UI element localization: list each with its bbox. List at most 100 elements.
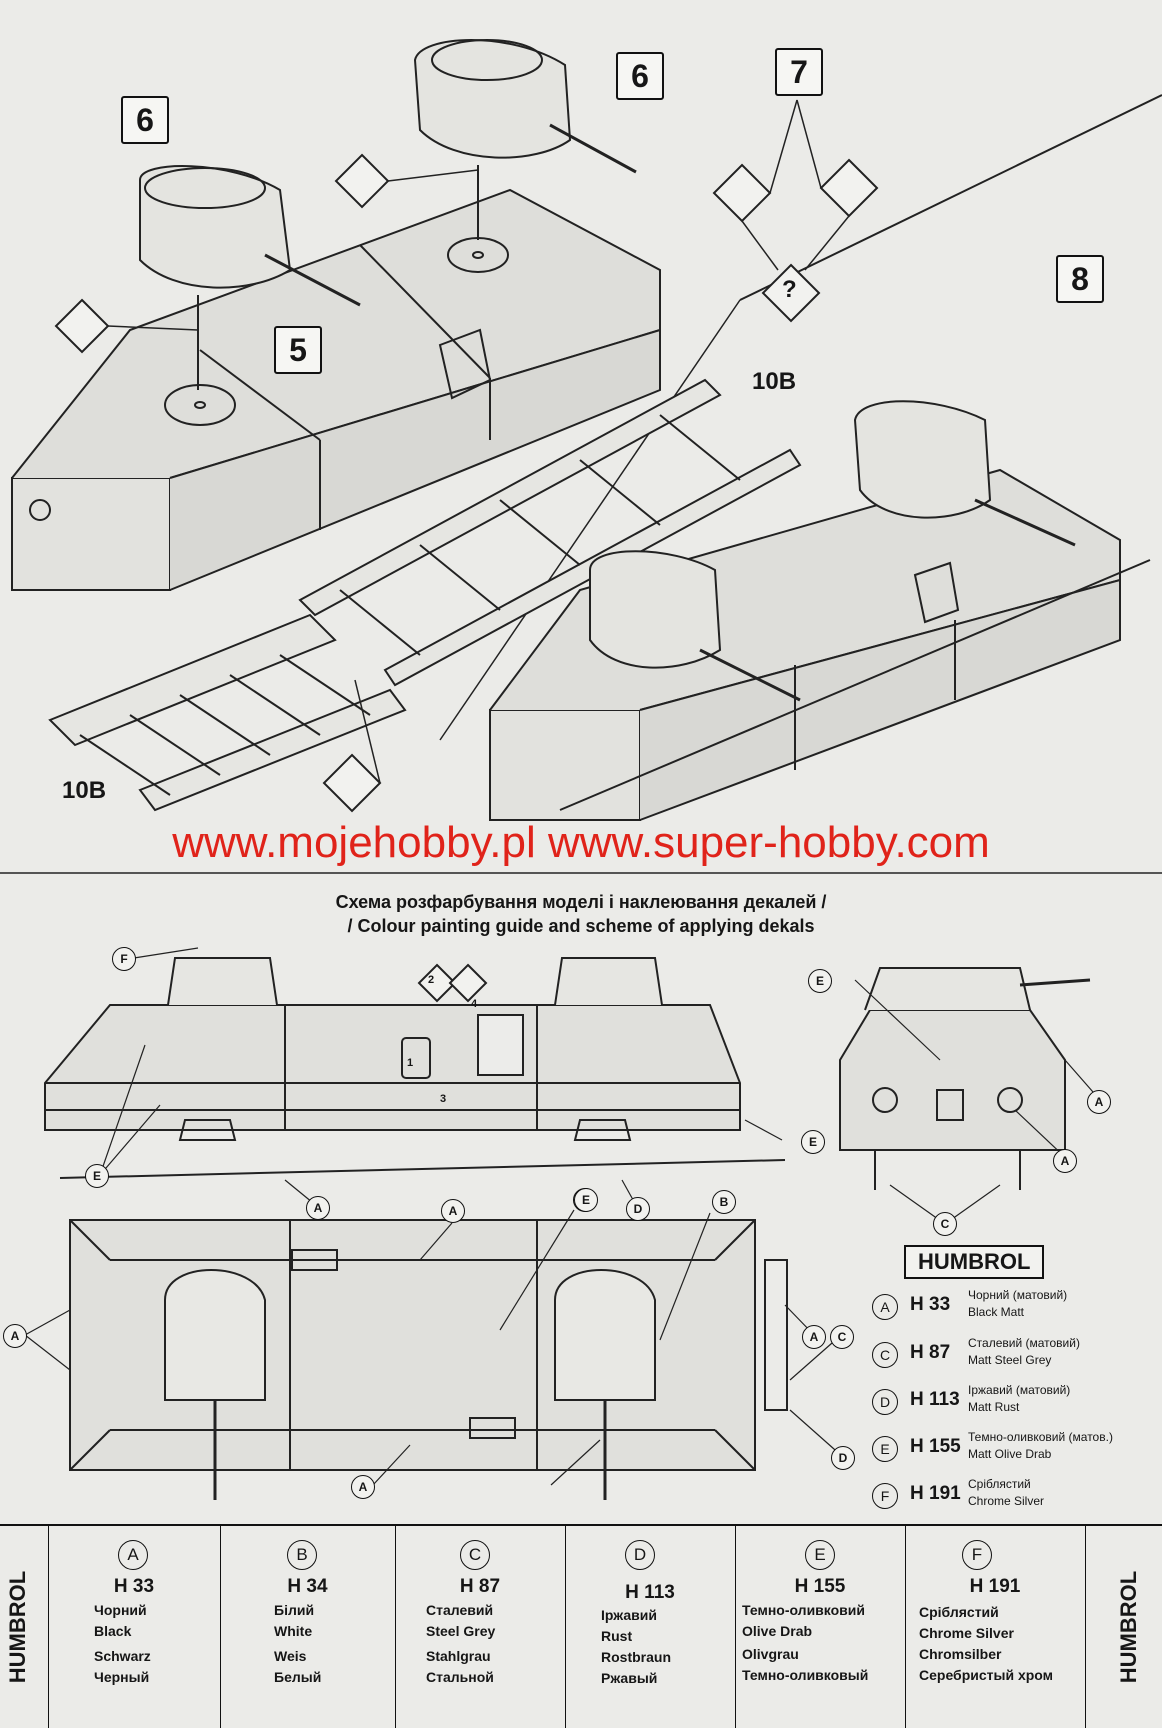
legend-name-en: Matt Rust [968,1400,1020,1414]
legend-code: H 33 [910,1294,951,1315]
legend-name-ua: Іржавий (матовий) [968,1383,1071,1397]
paint-name: Черный [94,1669,150,1685]
legend-row: F H 191 Сріблястий Chrome Silver [872,1477,1142,1521]
legend-row: D H 113 Іржавий (матовий) Matt Rust [872,1383,1142,1427]
table-side-cell-right: HUMBROL [1085,1526,1161,1728]
callout-e: E [574,1188,598,1212]
paint-code: H 155 [794,1576,846,1597]
step-5: 5 [274,326,322,374]
legend-name-ua: Темно-оливковий (матов.) [968,1430,1113,1444]
legend-letter: F [872,1483,898,1509]
legend-name-ua: Чорний (матовий) [968,1288,1068,1302]
paint-name: Rust [601,1628,633,1644]
legend-row: E H 155 Темно-оливковий (матов.) Matt Ol… [872,1430,1142,1474]
paint-name: Olivgrau [742,1646,799,1662]
paint-letter: F [962,1540,992,1570]
callout-a: A [1087,1090,1111,1114]
paint-name: Темно-оливковий [742,1602,865,1618]
paint-name: White [274,1623,313,1639]
paint-name: Stahlgrau [426,1648,491,1664]
legend-title: HUMBROL [904,1245,1045,1279]
callout-e: E [801,1130,825,1154]
paint-column-b: B H 34 Білий White Weis Белый [220,1526,396,1728]
paint-name: Chromsilber [919,1646,1002,1662]
decal-number: 2 [428,974,435,986]
website-watermark: www.mojehobby.pl www.super-hobby.com [172,818,990,867]
legend-letter: C [872,1342,898,1368]
callout-d: D [831,1446,855,1470]
paint-name: Білий [274,1602,315,1618]
callout-e: E [808,969,832,993]
callout-a: A [3,1324,27,1348]
callout-b: B [712,1190,736,1214]
paint-name: Weis [274,1648,307,1664]
step-6-left: 6 [121,96,169,144]
turret-left [139,165,361,390]
legend-name-ua: Сріблястий [968,1477,1031,1491]
track-label-upper: 10B [752,368,797,395]
paint-name: Chrome Silver [919,1625,1014,1641]
paint-letter: C [460,1540,490,1570]
legend-row: C H 87 Сталевий (матовий) Matt Steel Gre… [872,1336,1142,1380]
paint-name: Сталевий [426,1602,494,1618]
callout-e: E [85,1164,109,1188]
decal-number: 3 [440,1093,447,1105]
decal-number: 1 [407,1057,414,1069]
legend-code: H 87 [910,1342,951,1363]
callout-a: A [441,1199,465,1223]
paint-name: Сріблястий [919,1604,999,1620]
side-view [44,957,786,1179]
guide-title-line1: Схема розфарбування моделі і наклеювання… [335,892,827,912]
callout-a: A [351,1475,375,1499]
track-lower [48,613,407,812]
callout-f: F [112,947,136,971]
paint-column-a: A H 33 Чорний Black Schwarz Черный [48,1526,221,1728]
question-mark-symbol: ? [782,276,797,303]
legend-name-en: Matt Steel Grey [968,1353,1052,1367]
paint-table: HUMBROL A H 33 Чорний Black Schwarz Черн… [0,1524,1162,1728]
paint-name: Olive Drab [742,1623,813,1639]
callout-a: A [802,1325,826,1349]
wagon-step8 [489,400,1151,821]
legend-code: H 191 [910,1483,961,1504]
legend-name-en: Chrome Silver [968,1494,1045,1508]
paint-code: H 34 [287,1576,328,1597]
legend-code: H 155 [910,1436,961,1457]
paint-name: Ржавый [601,1670,658,1686]
paint-name: Серебристый хром [919,1667,1054,1683]
table-side-label-right: HUMBROL [1116,1570,1142,1684]
paint-column-f: F H 191 Сріблястий Chrome Silver Chromsi… [905,1526,1086,1728]
decal-number: 4 [471,998,478,1010]
paint-name: Темно-оливковый [742,1667,869,1683]
paint-name: Чорний [94,1602,147,1618]
legend-letter: E [872,1436,898,1462]
paint-column-c: C H 87 Сталевий Steel Grey Stahlgrau Ста… [395,1526,566,1728]
legend-name-en: Black Matt [968,1305,1025,1319]
legend-name-ua: Сталевий (матовий) [968,1336,1080,1350]
legend-name-en: Matt Olive Drab [968,1447,1052,1461]
legend-letter: A [872,1294,898,1320]
legend-letter: D [872,1389,898,1415]
paint-code: H 33 [113,1576,155,1597]
step-6-right: 6 [616,52,664,100]
paint-code: H 113 [625,1582,675,1603]
table-side-cell-left: HUMBROL [0,1526,49,1728]
paint-name: Schwarz [94,1648,151,1664]
callout-a: A [306,1196,330,1220]
paint-name: Белый [274,1669,322,1685]
turret-right [413,39,637,240]
paint-letter: D [625,1540,655,1570]
paint-name: Black [94,1623,132,1639]
legend-row: A H 33 Чорний (матовий) Black Matt [872,1288,1142,1332]
callout-a: A [1053,1149,1077,1173]
diamond-symbols [54,153,879,1003]
paint-column-e: E H 155 Темно-оливковий Olive Drab Olivg… [735,1526,906,1728]
callout-c: C [830,1325,854,1349]
top-view [69,1219,788,1500]
step-8: 8 [1056,255,1104,303]
paint-name: Стальной [426,1669,494,1685]
track-label-lower: 10B [62,777,107,804]
paint-letter: B [287,1540,317,1570]
paint-code: H 191 [969,1576,1021,1597]
